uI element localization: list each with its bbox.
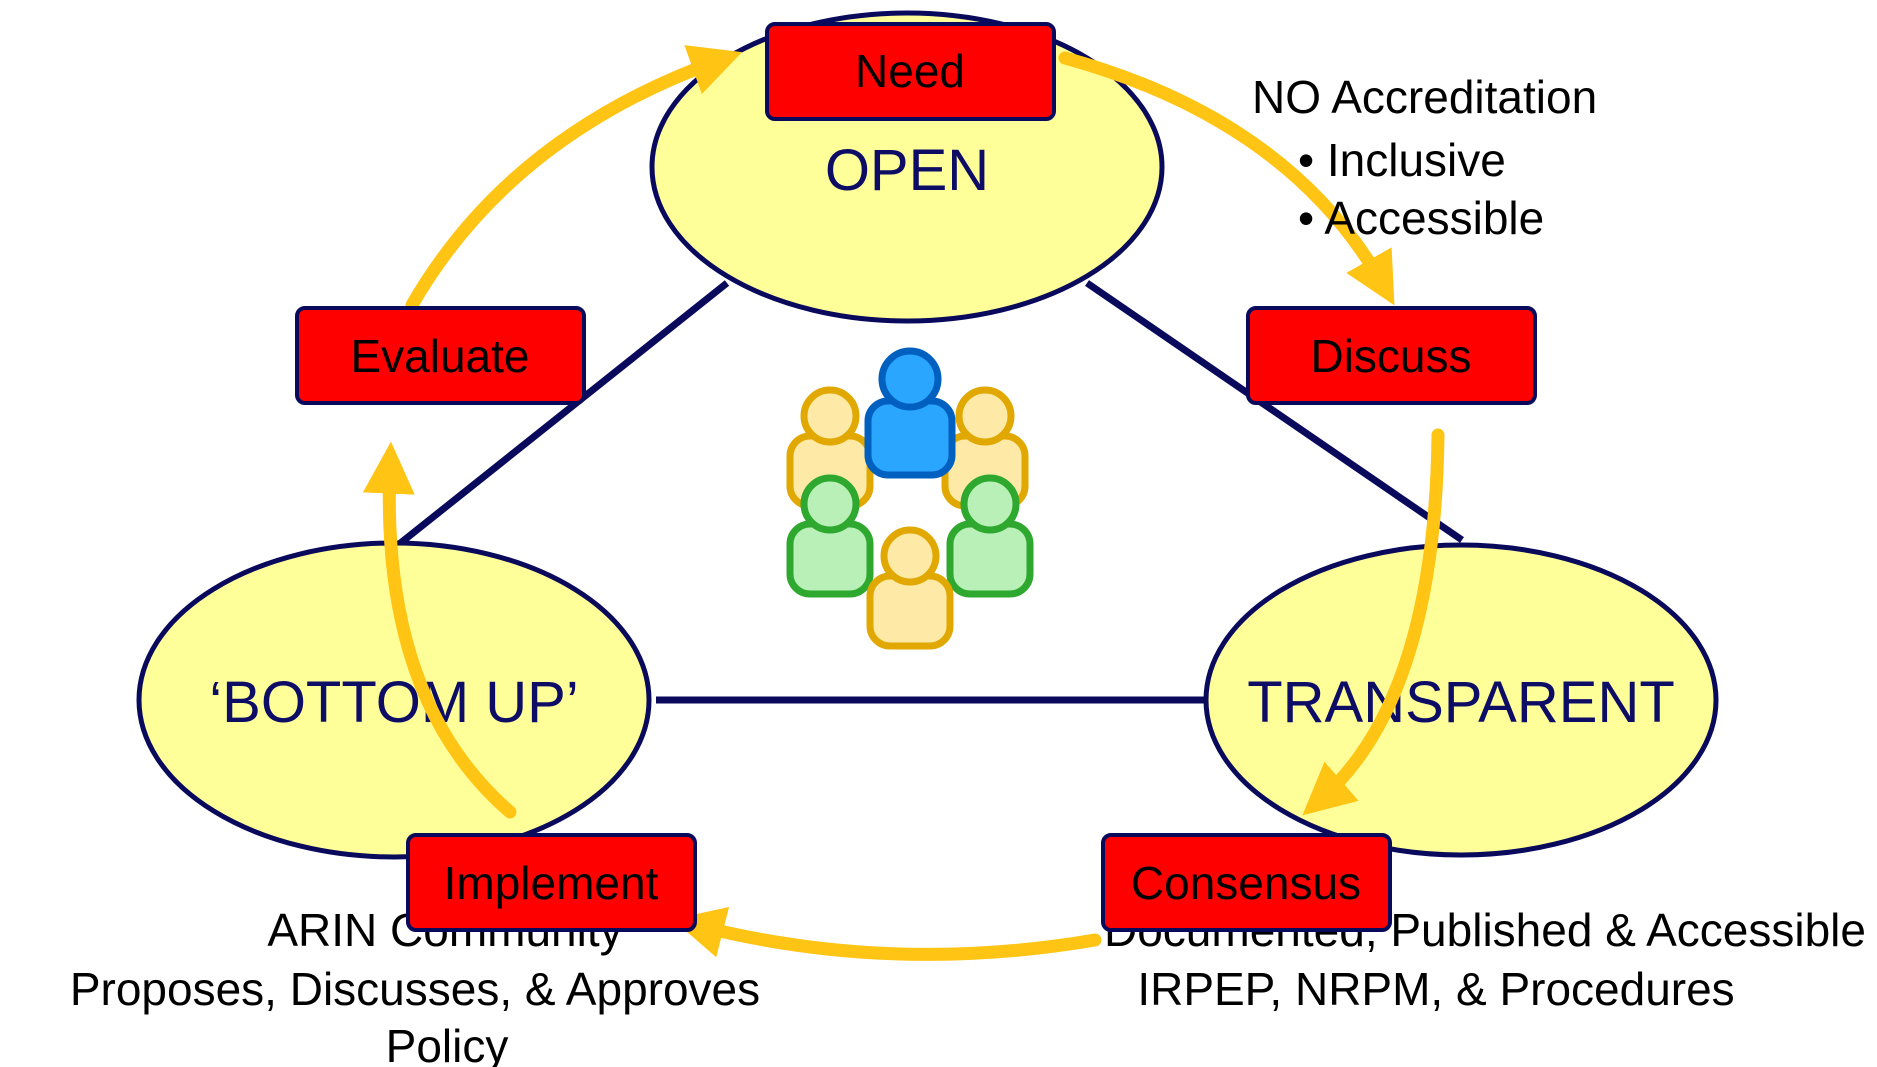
connector-open-transparent bbox=[1085, 280, 1464, 543]
transparent-label: TRANSPARENT bbox=[1247, 670, 1675, 735]
person-icon bbox=[786, 474, 874, 598]
step-evaluate: Evaluate bbox=[295, 306, 586, 405]
people-circle-icon bbox=[786, 347, 1034, 650]
open-label: OPEN bbox=[825, 138, 989, 203]
step-consensus: Consensus bbox=[1101, 833, 1392, 932]
discuss-box bbox=[1246, 306, 1537, 405]
person-icon bbox=[866, 526, 954, 650]
evaluate-box bbox=[295, 306, 586, 405]
discuss-label: Discuss bbox=[1310, 330, 1471, 382]
open-note-line-2: • Inclusive bbox=[1298, 134, 1506, 186]
bottom-up-note-line-2: Proposes, Discusses, & Approves bbox=[70, 963, 760, 1015]
arrow-discuss-to-consensus bbox=[1302, 428, 1445, 816]
open-note-line-1: NO Accreditation bbox=[1252, 71, 1597, 123]
person-icon bbox=[864, 347, 956, 479]
open-note-line-3: • Accessible bbox=[1298, 192, 1544, 244]
principle-bottom-up: ‘BOTTOM UP’ bbox=[136, 540, 652, 860]
arrow-implement-to-evaluate bbox=[362, 441, 517, 819]
cycle-arrows bbox=[362, 45, 1445, 961]
connector-lines bbox=[395, 280, 1464, 704]
principle-transparent: TRANSPARENT bbox=[1203, 542, 1719, 858]
arrow-need-to-discuss bbox=[1058, 51, 1395, 306]
implement-label: Implement bbox=[444, 857, 659, 909]
consensus-box bbox=[1101, 833, 1392, 932]
implement-box bbox=[406, 833, 697, 932]
step-implement: Implement bbox=[406, 833, 697, 932]
step-discuss: Discuss bbox=[1246, 306, 1537, 405]
step-need: Need bbox=[765, 22, 1056, 121]
bottom-up-notes: ARIN Community Proposes, Discusses, & Ap… bbox=[70, 904, 760, 1067]
need-label: Need bbox=[855, 45, 965, 97]
evaluate-label: Evaluate bbox=[350, 330, 529, 382]
consensus-label: Consensus bbox=[1131, 857, 1361, 909]
connector-open-bottom-up bbox=[395, 280, 730, 548]
bottom-up-label: ‘BOTTOM UP’ bbox=[209, 670, 579, 735]
person-icon bbox=[946, 474, 1034, 598]
transparent-note-line-2: IRPEP, NRPM, & Procedures bbox=[1137, 963, 1734, 1015]
arrow-evaluate-to-need bbox=[405, 45, 743, 312]
open-notes: NO Accreditation • Inclusive • Accessibl… bbox=[1252, 71, 1597, 244]
arrow-consensus-to-implement bbox=[672, 906, 1102, 961]
bottom-up-note-line-3: Policy bbox=[386, 1020, 509, 1067]
need-box bbox=[765, 22, 1056, 121]
